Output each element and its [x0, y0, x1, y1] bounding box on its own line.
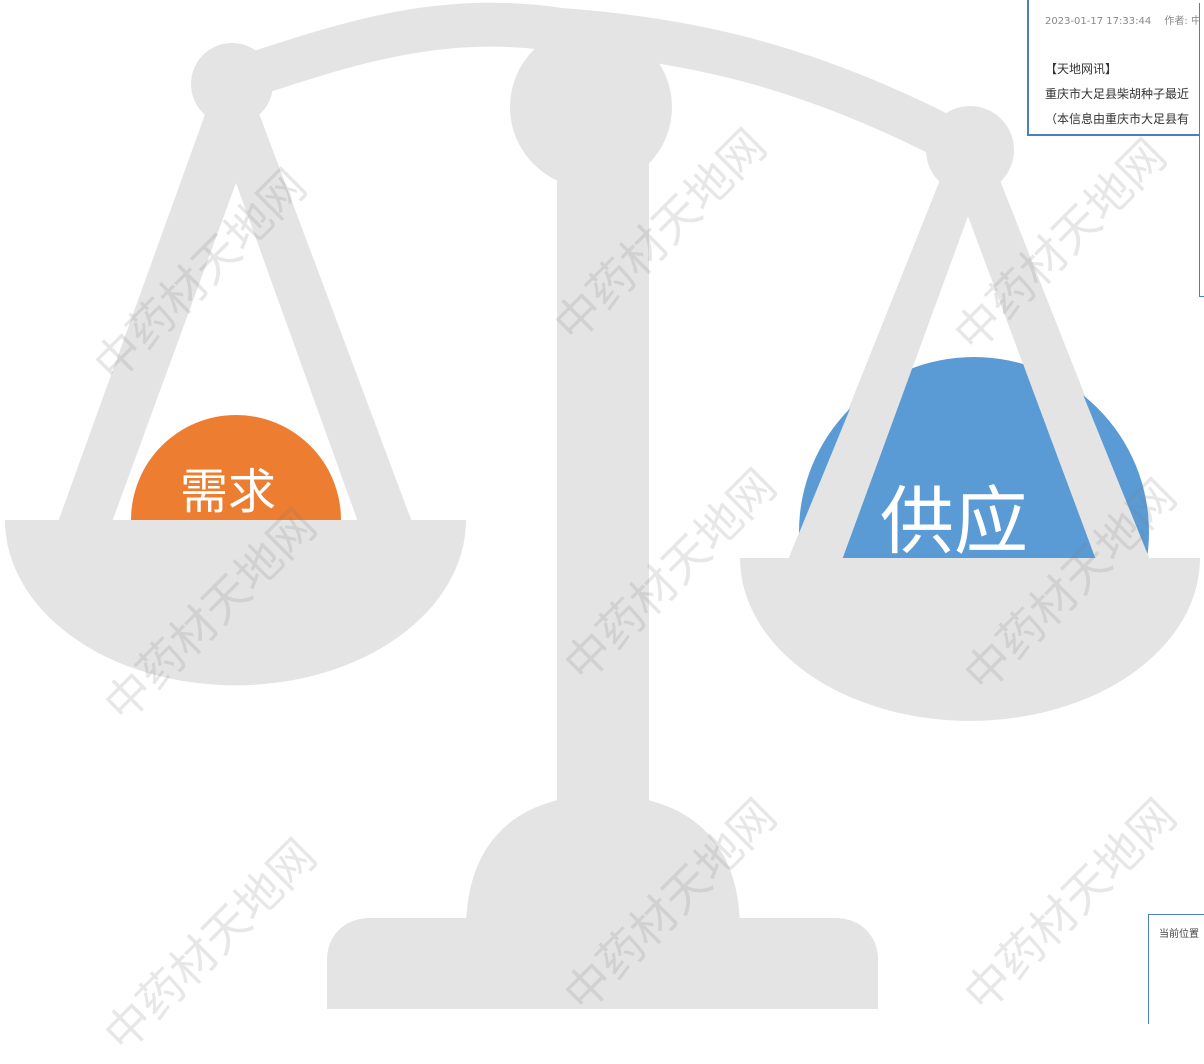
article-author-label: 作者: [1164, 16, 1188, 27]
article-author[interactable]: 中 [1190, 16, 1201, 27]
breadcrumb-label: 当前位置 [1159, 929, 1199, 940]
right-hanger-front [788, 165, 968, 560]
left-hanger [58, 84, 412, 522]
article-meta: 2023-01-17 17:33:44 作者: 中 [1045, 12, 1201, 27]
scale-post [557, 150, 649, 840]
balance-scale-illustration [5, 2, 1200, 1009]
demand-label: 需求 [180, 464, 277, 520]
left-pan [5, 520, 466, 686]
breadcrumb-box: 当前位置 [1148, 914, 1204, 1024]
right-pan [740, 558, 1200, 721]
supply-label: 供应 [880, 479, 1028, 565]
scale-base [327, 918, 878, 1009]
demand-disc [131, 415, 341, 520]
article-note-line: （本信息由重庆市大足县有 [1045, 112, 1190, 126]
right-hanger-front-2 [968, 165, 1150, 560]
article-body-line: 重庆市大足县柴胡种子最近 [1045, 87, 1190, 101]
scale-pivot [510, 26, 672, 188]
article-source-tag: 【天地网讯】 [1045, 62, 1118, 76]
scale-beam [198, 2, 992, 172]
scale-base-dome [466, 795, 740, 930]
article-snippet-card: 2023-01-17 17:33:44 作者: 中 【天地网讯】 重庆市大足县柴… [1027, 0, 1204, 136]
side-panel-edge [1199, 3, 1204, 297]
article-datetime: 2023-01-17 17:33:44 [1045, 16, 1152, 27]
